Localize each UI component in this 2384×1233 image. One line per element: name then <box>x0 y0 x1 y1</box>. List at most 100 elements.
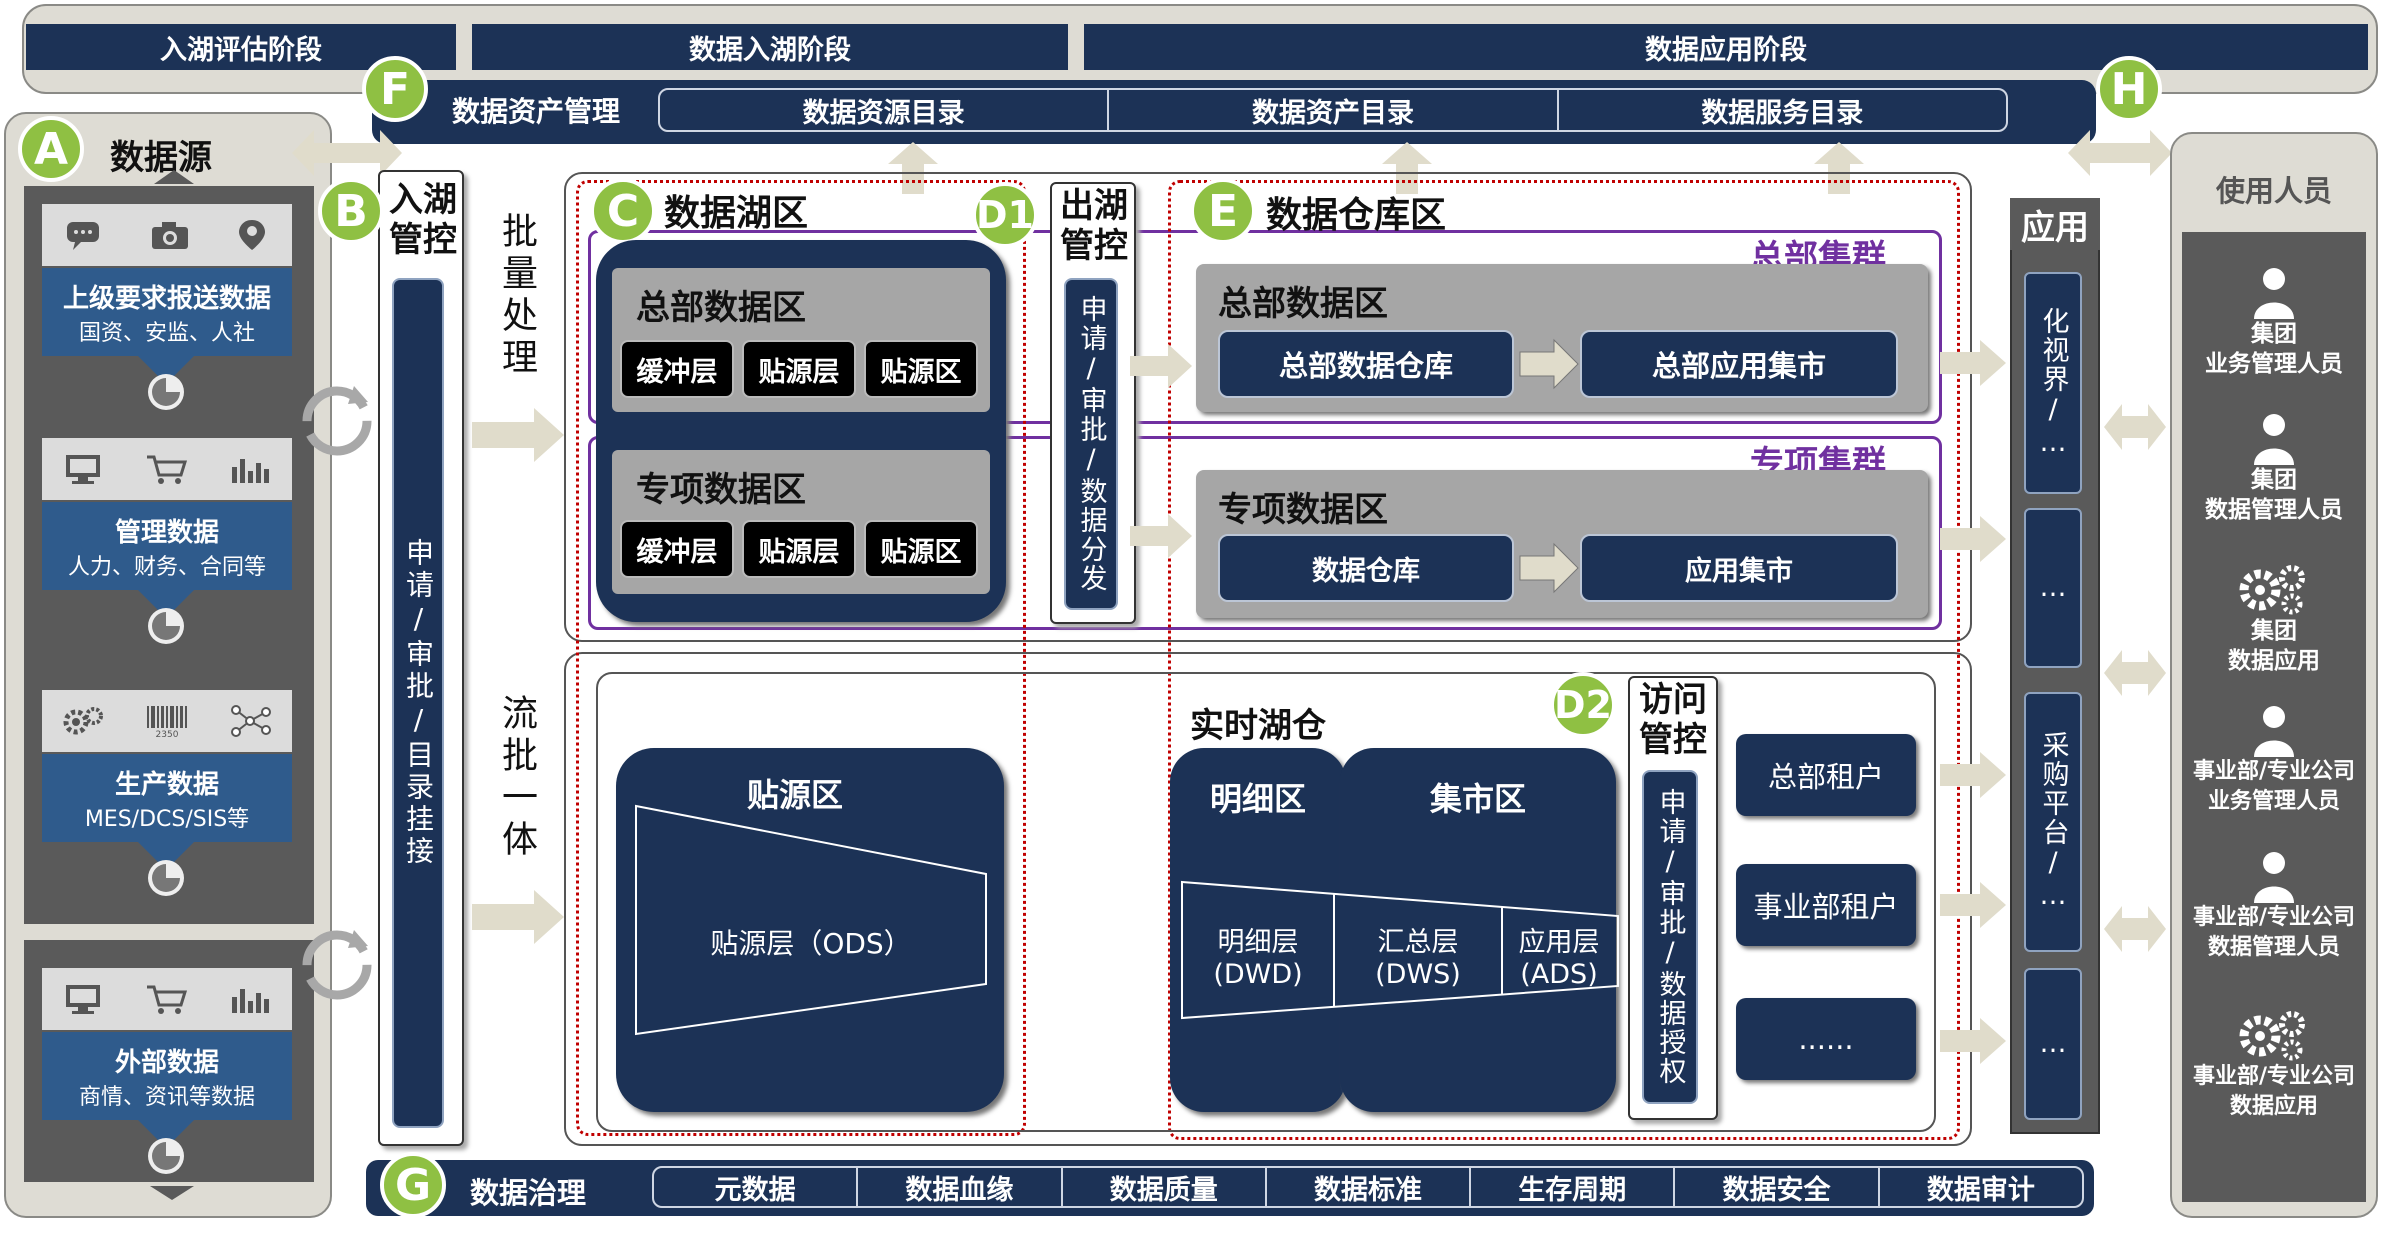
source-card-production[interactable]: 生产数据 MES/DCS/SIS等 <box>42 754 292 842</box>
gov-item-audit[interactable]: 数据审计 <box>1926 1174 2035 1206</box>
network-icon <box>231 705 272 737</box>
camera-icon <box>151 222 188 249</box>
app-item-more-1[interactable]: … <box>2024 508 2082 668</box>
location-icon <box>239 220 266 250</box>
apps-title: 应用 <box>2010 198 2100 250</box>
app-item-more-2[interactable]: … <box>2024 968 2082 1120</box>
realtime-ods-layer: 贴源层（ODS） <box>710 927 912 960</box>
person-icon <box>2254 852 2294 903</box>
stage-data-ingest: 数据入湖阶段 <box>472 24 1068 70</box>
catalog-resource[interactable]: 数据资源目录 <box>660 90 1110 130</box>
user-item[interactable]: 事业部/专业公司 数据管理人员 <box>2182 836 2366 976</box>
right-arrow-icon <box>1519 338 1579 390</box>
monitor-icon <box>65 455 100 484</box>
lake-hq-ods-layer[interactable]: 贴源层 <box>742 340 856 398</box>
user-item[interactable]: 集团 业务管理人员 <box>2182 252 2366 392</box>
wh-hq-warehouse[interactable]: 总部数据仓库 <box>1218 330 1514 398</box>
double-arrow-icon <box>292 130 402 176</box>
source-card-management[interactable]: 管理数据 人力、财务、合同等 <box>42 502 292 590</box>
right-arrow-icon <box>1940 1018 2006 1064</box>
source-card-title: 管理数据 <box>114 517 219 548</box>
data-lake-title: 数据湖区 <box>664 193 809 234</box>
realtime-frame <box>596 672 1936 1132</box>
user-item[interactable]: 事业部/专业公司 数据应用 <box>2182 994 2366 1134</box>
app-item-procurement[interactable]: 采购平台/… <box>2024 692 2082 952</box>
cylinder-icon <box>138 590 194 644</box>
gov-item-standard[interactable]: 数据标准 <box>1267 1168 1472 1206</box>
lake-special-buffer[interactable]: 缓冲层 <box>620 520 734 578</box>
batch-label: 批量处理 <box>496 212 537 380</box>
cylinder-icon <box>138 842 194 896</box>
badge-b: B <box>318 178 384 244</box>
source-card-external[interactable]: 外部数据 商情、资讯等数据 <box>42 1032 292 1120</box>
cylinder-icon <box>138 356 194 410</box>
asset-mgmt-title: 数据资产管理 <box>452 95 621 128</box>
right-arrow-icon <box>472 408 564 462</box>
access-control-steps: 申请/审批/数据授权 <box>1642 770 1698 1104</box>
lake-special-ods-layer[interactable]: 贴源层 <box>742 520 856 578</box>
gov-item-security[interactable]: 数据安全 <box>1675 1168 1880 1206</box>
app-item-visual[interactable]: 化视界/… <box>2024 272 2082 494</box>
source-icons-row: 2350 <box>42 690 292 752</box>
source-card-superior[interactable]: 上级要求报送数据 国资、安监、人社 <box>42 268 292 356</box>
badge-c: C <box>590 178 656 244</box>
detail-zone <box>1170 748 1346 1112</box>
tenant-division[interactable]: 事业部租户 <box>1736 864 1916 946</box>
ingest-control-steps: 申请/审批/目录挂接 <box>392 278 444 1128</box>
scroll-down-icon[interactable] <box>150 1186 194 1200</box>
refresh-icon <box>302 386 372 456</box>
right-arrow-icon <box>1519 542 1579 594</box>
right-arrow-icon <box>1940 882 2006 928</box>
person-icon <box>2254 268 2294 319</box>
wh-special-mart[interactable]: 应用集市 <box>1580 534 1898 602</box>
gov-item-quality[interactable]: 数据质量 <box>1063 1168 1267 1206</box>
source-card-title: 上级要求报送数据 <box>62 283 271 314</box>
source-card-sub: 国资、安监、人社 <box>78 320 255 346</box>
source-icons-row <box>42 968 292 1030</box>
bar-chart-icon <box>232 459 270 483</box>
gov-item-metadata[interactable]: 元数据 <box>654 1168 859 1206</box>
right-arrow-icon <box>1130 344 1192 388</box>
warehouse-zone-outline <box>1168 180 1960 1140</box>
gears-icon <box>2239 1011 2305 1061</box>
right-arrow-icon <box>472 890 564 944</box>
gov-item-lifecycle[interactable]: 生存周期 <box>1471 1168 1676 1206</box>
gears-icon <box>63 707 103 735</box>
double-arrow-icon <box>2104 650 2166 696</box>
mart-zone <box>1340 748 1616 1112</box>
lake-hq-buffer[interactable]: 缓冲层 <box>620 340 734 398</box>
badge-e: E <box>1190 178 1256 244</box>
right-arrow-icon <box>1940 516 2006 562</box>
user-item[interactable]: 集团 数据管理人员 <box>2182 398 2366 538</box>
scroll-up-icon[interactable] <box>154 170 194 184</box>
user-item[interactable]: 集团 数据应用 <box>2182 548 2366 688</box>
tenant-hq[interactable]: 总部租户 <box>1736 734 1916 816</box>
badge-h: H <box>2096 56 2162 122</box>
wh-hq-mart[interactable]: 总部应用集市 <box>1580 330 1898 398</box>
batch-frame <box>564 172 1972 642</box>
lake-hq-title: 总部数据区 <box>636 288 806 328</box>
double-arrow-icon <box>2104 404 2166 450</box>
access-control-title: 访问管控 <box>1639 680 1707 760</box>
lake-hq-ods-zone[interactable]: 贴源区 <box>864 340 978 398</box>
right-arrow-icon <box>1940 340 2006 386</box>
right-arrow-icon <box>1130 514 1192 558</box>
ods-funnel <box>635 804 987 1036</box>
egress-control-steps: 申请/审批/数据分发 <box>1064 278 1118 610</box>
user-item[interactable]: 事业部/专业公司 业务管理人员 <box>2182 690 2366 830</box>
lake-special-ods-zone[interactable]: 贴源区 <box>864 520 978 578</box>
catalog-asset[interactable]: 数据资产目录 <box>1109 90 1559 130</box>
sources-title: 数据源 <box>110 138 212 178</box>
tenant-more[interactable]: ...... <box>1736 998 1916 1080</box>
cart-icon <box>146 985 188 1014</box>
barcode-number: 2350 <box>156 730 179 740</box>
layers-funnel <box>1181 880 1619 1020</box>
detail-zone-title: 明细区 <box>1209 780 1306 818</box>
realtime-title: 实时湖仓 <box>1190 706 1326 746</box>
wh-special-title: 专项数据区 <box>1218 490 1388 530</box>
lake-special-title: 专项数据区 <box>636 470 806 510</box>
wh-special-warehouse[interactable]: 数据仓库 <box>1218 534 1514 602</box>
catalog-service[interactable]: 数据服务目录 <box>1701 97 1864 129</box>
realtime-ods-title: 贴源区 <box>746 776 843 814</box>
gov-item-lineage[interactable]: 数据血缘 <box>858 1168 1063 1206</box>
